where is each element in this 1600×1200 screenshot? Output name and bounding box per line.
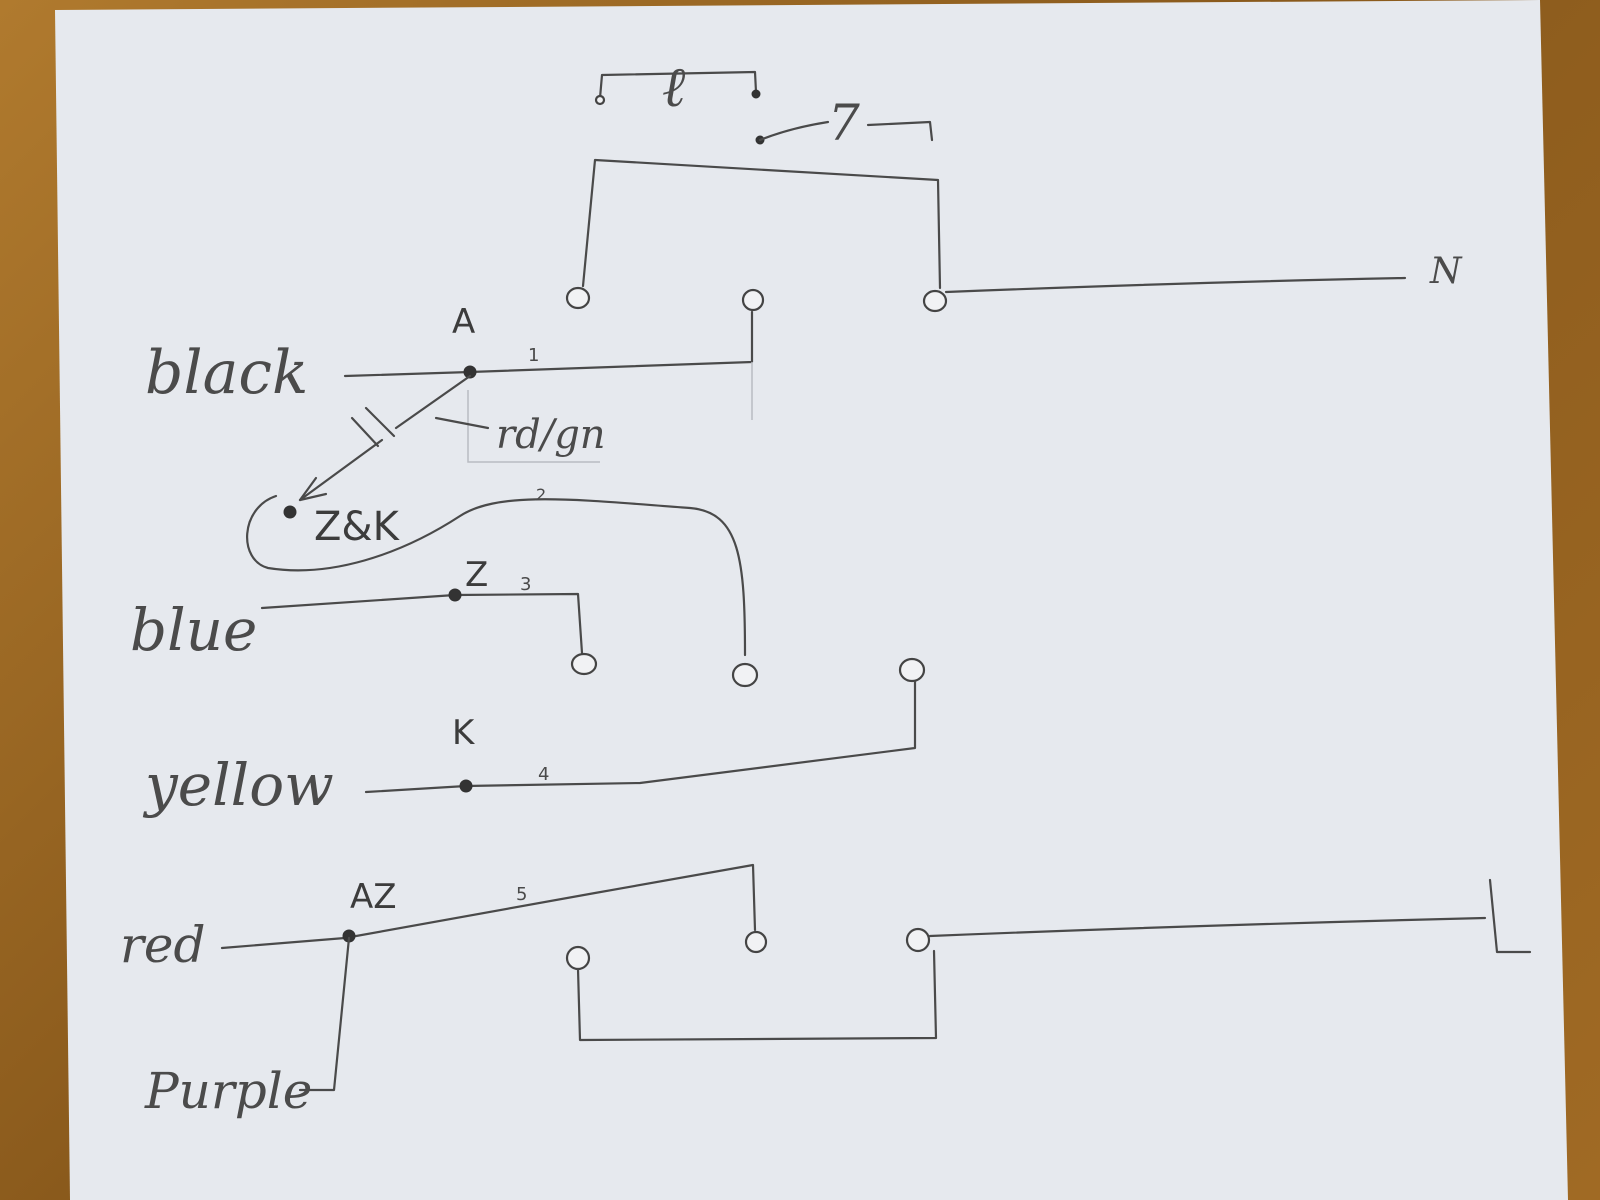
wire-3: [260, 592, 584, 655]
wire-1: [343, 310, 754, 378]
capacitor-rd-gn: [298, 374, 490, 502]
top-switch-symbol-1: ℓ: [594, 55, 761, 120]
label-black: black: [145, 338, 308, 408]
top-symbol-l: ℓ: [662, 55, 686, 120]
terminal-bottom-right: [905, 927, 931, 953]
bottom-bridge: [576, 949, 938, 1042]
label-N: N: [1429, 251, 1463, 292]
terminal-mid-right: [898, 657, 926, 683]
neutral-wire: [944, 276, 1407, 294]
wire-number-4: 4: [538, 764, 549, 785]
paper-sheet: [55, 0, 1568, 1200]
wire-purple: [298, 936, 351, 1092]
node-ZK-dot: [283, 505, 297, 519]
label-L: L: [1503, 938, 1511, 949]
label-yellow: yellow: [142, 751, 334, 819]
wire-number-3: 3: [520, 574, 531, 595]
label-L-stroke: [1488, 878, 1532, 954]
label-blue: blue: [130, 596, 257, 664]
top-switch-symbol-2: 7: [755, 94, 934, 152]
node-AZ-label: AZ: [350, 877, 397, 917]
node-A-label: A: [452, 302, 475, 342]
top-bridge: [581, 158, 942, 290]
wire-4: [364, 680, 917, 794]
wire-2-loop: [246, 494, 747, 657]
top-symbol-7: 7: [828, 94, 860, 152]
wire-number-2: 2: [536, 485, 546, 504]
terminal-bottom-left: [565, 945, 591, 971]
terminal-top-right: [922, 289, 948, 313]
terminal-mid-left: [570, 652, 598, 676]
terminal-top-middle: [741, 288, 765, 312]
wire-number-1: 1: [528, 345, 539, 366]
node-K-dot: [459, 779, 473, 793]
live-wire: [928, 916, 1487, 938]
label-purple: Purple: [144, 1062, 312, 1120]
node-A-dot: [463, 365, 477, 379]
node-Z-dot: [448, 588, 462, 602]
wire-5: [220, 863, 757, 950]
erased-pencil-lines: [467, 362, 753, 463]
terminal-bottom-middle: [744, 930, 768, 954]
label-ZK: Z&K: [314, 504, 401, 550]
node-K-label: K: [452, 713, 476, 753]
label-rd-gn: rd/gn: [496, 412, 606, 458]
wire-number-5: 5: [516, 884, 527, 905]
label-red: red: [120, 916, 206, 974]
terminal-top-left: [565, 286, 591, 310]
terminal-mid-middle: [731, 662, 759, 688]
node-Z-label: Z: [465, 555, 488, 595]
